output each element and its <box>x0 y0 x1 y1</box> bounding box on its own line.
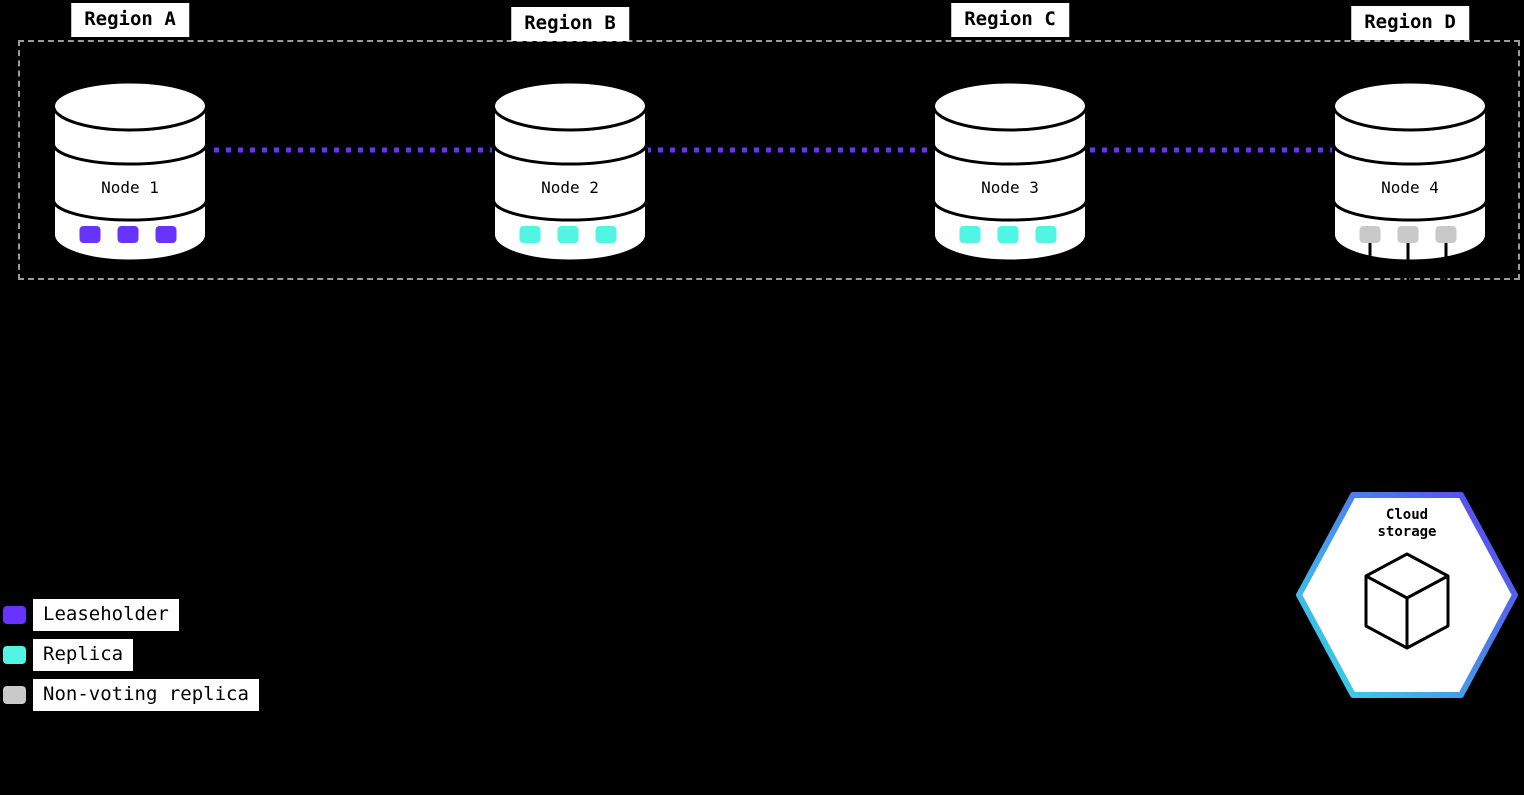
cylinder-divider <box>492 199 648 222</box>
cylinder-top <box>492 80 648 132</box>
cylinder-body <box>1332 104 1488 263</box>
cube-icon <box>1364 552 1450 650</box>
cylinder-divider <box>932 199 1088 222</box>
node-label: Node 1 <box>101 178 159 197</box>
legend-item-non-voting-replica: Non-voting replica <box>2 679 259 711</box>
cylinder-divider <box>932 143 1088 166</box>
database-cylinder-icon: Node 3 <box>932 80 1088 263</box>
cloud-storage: Cloud storage <box>1296 492 1518 702</box>
hexagon-outline <box>1296 492 1518 698</box>
legend-label: Non-voting replica <box>33 679 259 711</box>
legend-label: Leaseholder <box>33 599 179 631</box>
legend-label: Replica <box>33 639 134 671</box>
cylinder-divider <box>1332 143 1488 166</box>
legend-item-replica: Replica <box>2 639 134 671</box>
cylinder-divider <box>52 143 208 166</box>
cylinder-top <box>1332 80 1488 132</box>
node-label: Node 2 <box>541 178 599 197</box>
region-label-c: Region C <box>951 3 1069 37</box>
cylinder-body <box>492 104 648 263</box>
database-cylinder-icon: Node 2 <box>492 80 648 263</box>
non-voting-replica-chip <box>1435 226 1457 243</box>
cloud-storage-label-line2: storage <box>1377 524 1436 540</box>
non-voting-replica-chip <box>1397 226 1419 243</box>
non-voting-replica-chip <box>1359 226 1381 243</box>
cylinder-divider <box>492 143 648 166</box>
leaseholder-replica-chip <box>155 226 177 243</box>
cylinder-body <box>932 104 1088 263</box>
non-voting-replica-swatch-icon <box>3 686 26 704</box>
cloud-storage-hexagon: Cloud storage <box>1296 492 1518 698</box>
cylinder-divider <box>52 199 208 222</box>
region-label-d: Region D <box>1351 6 1469 40</box>
leaseholder-replica-chip <box>117 226 139 243</box>
region-label-a: Region A <box>71 3 189 37</box>
node-1: Node 1 <box>51 80 209 289</box>
node-3: Node 3 <box>931 80 1089 289</box>
legend: Leaseholder Replica Non-voting replica <box>2 599 259 711</box>
database-cylinder-icon: Node 1 <box>52 80 208 263</box>
replica-chip <box>1035 226 1057 243</box>
cylinder-top <box>52 80 208 132</box>
node-4: Node 4 <box>1331 80 1489 289</box>
replica-swatch-icon <box>3 646 26 664</box>
replica-chip <box>997 226 1019 243</box>
leaseholder-swatch-icon <box>3 606 26 624</box>
legend-item-leaseholder: Leaseholder <box>2 599 179 631</box>
cylinder-top <box>932 80 1088 132</box>
replica-chip <box>519 226 541 243</box>
replica-chip <box>557 226 579 243</box>
region-label-b: Region B <box>511 7 629 41</box>
leaseholder-replica-chip <box>79 226 101 243</box>
cluster-dashed-border <box>18 40 1520 280</box>
cloud-storage-label-line1: Cloud <box>1386 507 1428 523</box>
node-2: Node 2 <box>491 80 649 289</box>
replica-chip <box>959 226 981 243</box>
node-label: Node 4 <box>1381 178 1439 197</box>
database-cylinder-icon: Node 4 <box>1332 80 1488 283</box>
cylinder-body <box>52 104 208 263</box>
node-label: Node 3 <box>981 178 1039 197</box>
cylinder-divider <box>1332 199 1488 222</box>
replica-chip <box>595 226 617 243</box>
